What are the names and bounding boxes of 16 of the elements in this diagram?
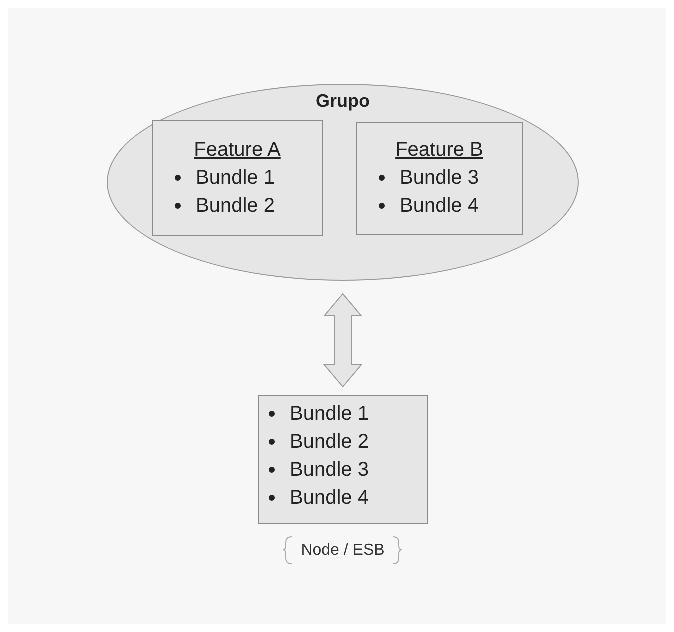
bundle-item: Bundle 4 <box>400 194 479 219</box>
group-title: Grupo <box>316 90 370 112</box>
double-block-arrow <box>323 293 363 388</box>
bundle-box <box>152 120 323 236</box>
bundle-item: Bundle 3 <box>290 458 369 483</box>
feature-heading: Feature A <box>194 138 281 163</box>
bundle-item: Bundle 2 <box>196 194 275 219</box>
bundle-item: Bundle 1 <box>290 402 369 427</box>
bundle-box <box>356 122 523 235</box>
bundle-item: Bundle 1 <box>196 166 275 191</box>
bundle-item: Bundle 4 <box>290 486 369 511</box>
bundle-item: Bundle 3 <box>400 166 479 191</box>
bundle-box <box>258 395 428 524</box>
node-caption: Node / ESB <box>301 542 385 560</box>
bundle-item: Bundle 2 <box>290 430 369 455</box>
feature-heading: Feature B <box>396 138 484 163</box>
